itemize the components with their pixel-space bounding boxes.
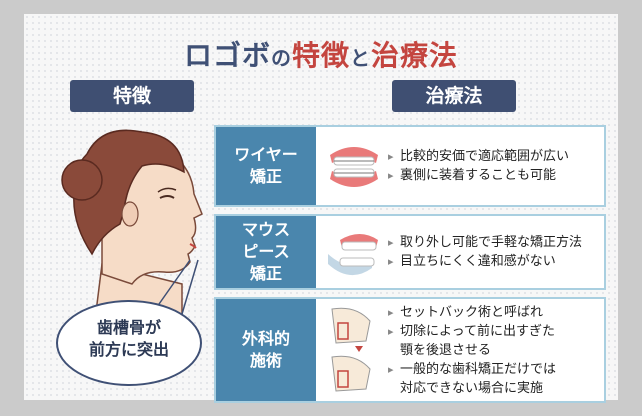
treatment-name: ワイヤー矯正 <box>216 127 316 205</box>
treatment-name: 外科的施術 <box>216 299 316 401</box>
page-title: ロゴボの特徴と治療法 <box>183 39 459 72</box>
infographic-card: ロゴボの特徴と治療法 特徴 治療法 歯槽骨が 前方に突出 ワイヤー矯正 <box>24 14 618 403</box>
bullet: 取り外し可能で手軽な矯正方法 <box>388 233 598 252</box>
treatment-name: マウスピース矯正 <box>216 216 316 288</box>
bullet-continued: 顎を後退させる <box>400 342 492 358</box>
bullet: 目立ちにくく違和感がない <box>388 252 598 271</box>
bullet: 切除によって前に出すぎた <box>388 322 598 341</box>
bullet: 裏側に装着することも可能 <box>388 166 598 185</box>
jaw-surgery-icon <box>331 307 371 392</box>
features-label: 特徴 <box>70 80 194 112</box>
bullet: セットバック術と呼ばれ <box>388 303 598 322</box>
bullet: 比較的安価で適応範囲が広い <box>388 147 598 166</box>
bullet: 一般的な歯科矯正だけでは <box>388 360 598 379</box>
mouthpiece-icon <box>328 234 378 276</box>
bullet-continued: 対応できない場合に実施 <box>400 380 544 396</box>
callout-bubble <box>56 300 202 386</box>
wire-braces-icon <box>330 147 378 187</box>
callout-text: 歯槽骨が 前方に突出 <box>88 318 169 359</box>
treatment-label: 治療法 <box>392 80 516 112</box>
